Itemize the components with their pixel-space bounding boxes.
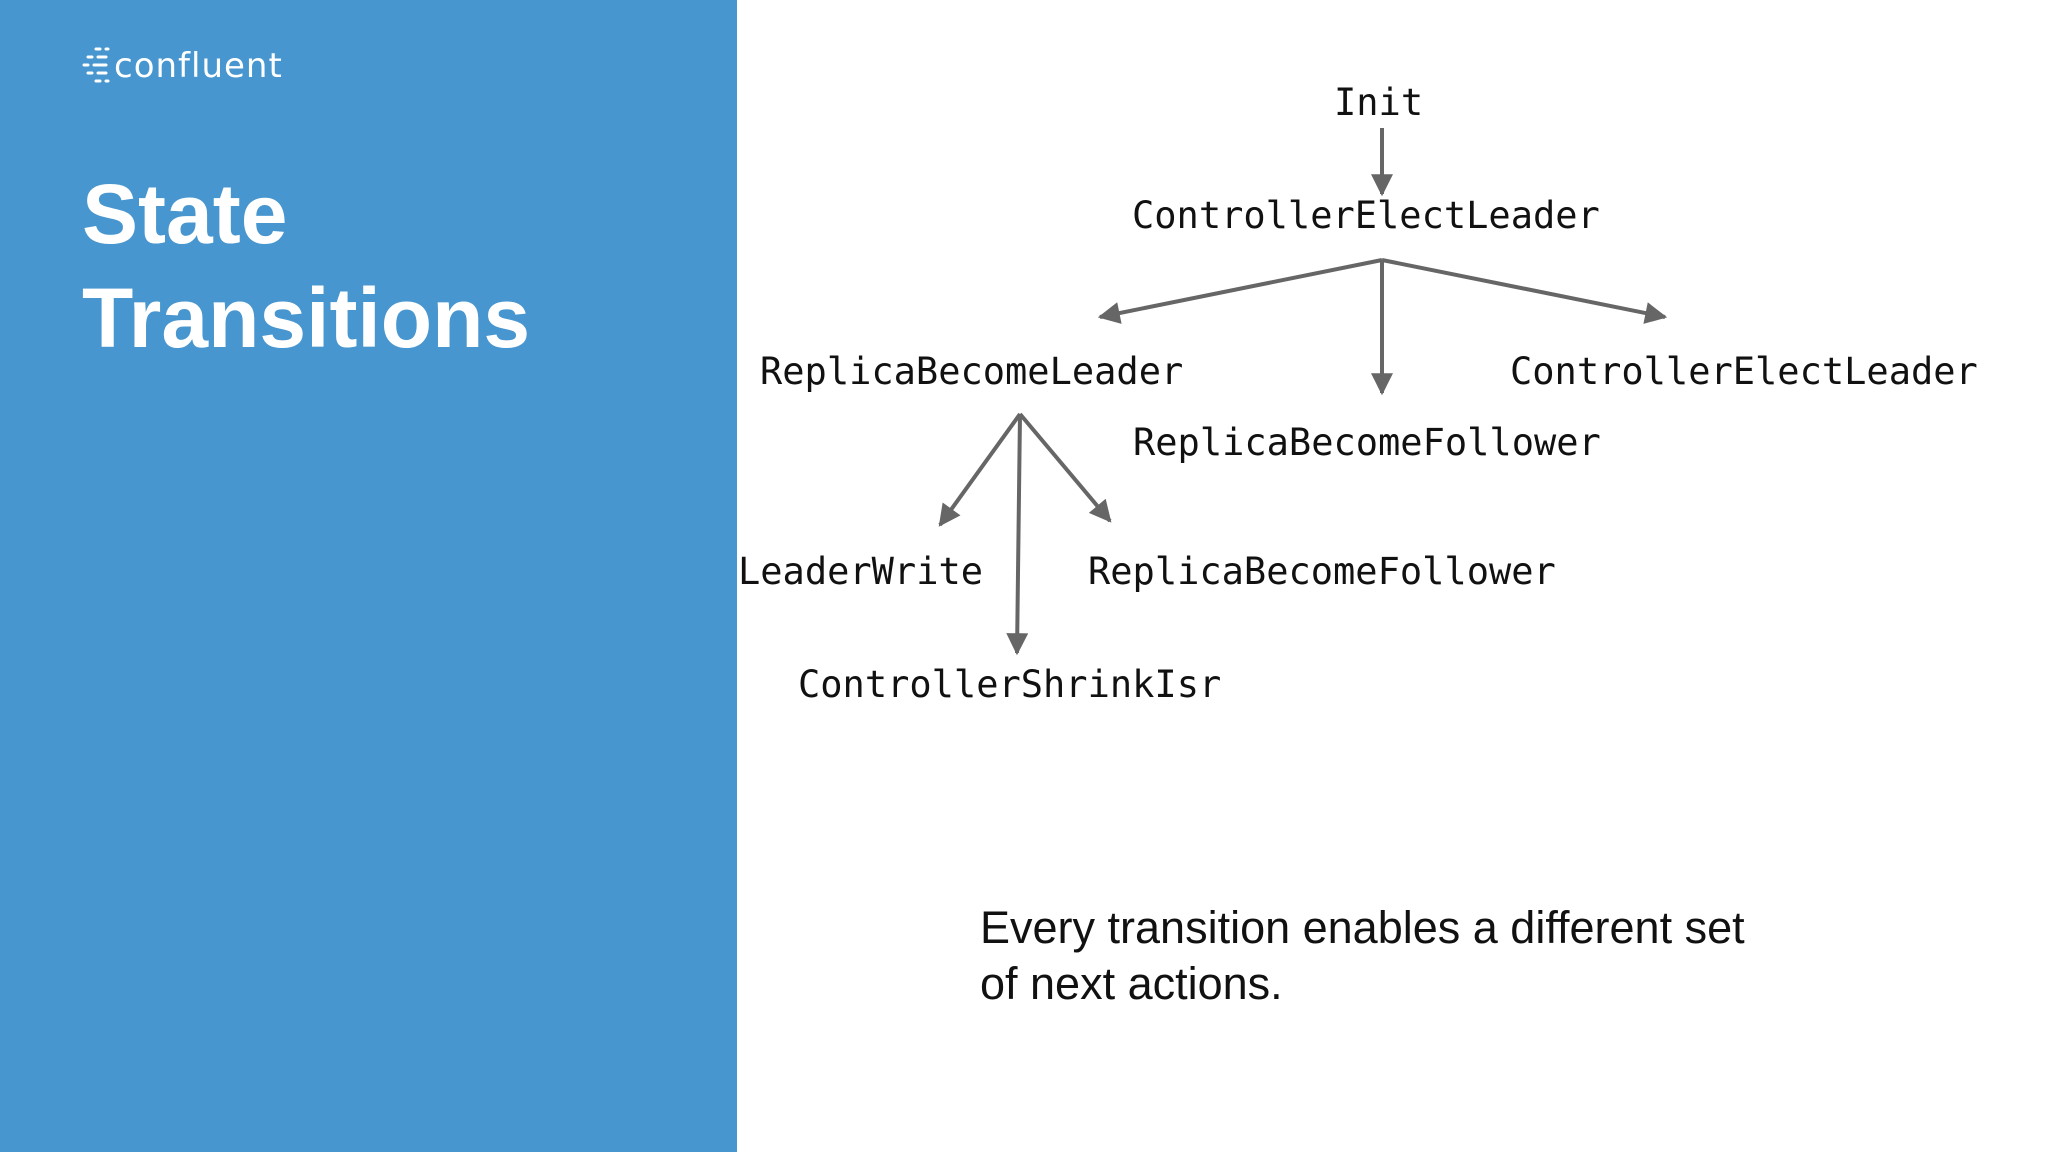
title-line-1: State xyxy=(82,167,288,261)
slide-caption: Every transition enables a different set… xyxy=(980,900,1880,1012)
confluent-logo-icon xyxy=(82,47,110,83)
slide-title: State Transitions xyxy=(82,162,530,370)
title-panel: confluent State Transitions xyxy=(0,0,737,1152)
arrow-to-replica-become-follower-low xyxy=(1018,412,1112,523)
node-controller-shrink-isr: ControllerShrinkIsr xyxy=(798,663,1222,706)
logo-wordmark: confluent xyxy=(114,46,283,86)
node-replica-become-follower-low: ReplicaBecomeFollower xyxy=(1088,550,1556,593)
node-replica-become-follower-mid: ReplicaBecomeFollower xyxy=(1133,421,1601,464)
arrow-to-replica-become-leader xyxy=(1097,258,1383,324)
node-controller-elect-leader: ControllerElectLeader xyxy=(1132,194,1600,237)
arrow-to-controller-shrink-isr xyxy=(1006,413,1029,656)
node-leader-write: LeaderWrite xyxy=(738,550,984,593)
arrow-to-controller-elect-leader-right xyxy=(1381,258,1668,324)
caption-line-2: of next actions. xyxy=(980,958,1283,1009)
node-init: Init xyxy=(1334,81,1424,124)
confluent-logo: confluent xyxy=(82,44,283,88)
node-replica-become-leader: ReplicaBecomeLeader xyxy=(760,350,1184,393)
node-controller-elect-leader-right: ControllerElectLeader xyxy=(1510,350,1978,393)
title-line-2: Transitions xyxy=(82,271,531,365)
caption-line-1: Every transition enables a different set xyxy=(980,902,1745,953)
arrow-to-leader-write xyxy=(938,412,1022,527)
